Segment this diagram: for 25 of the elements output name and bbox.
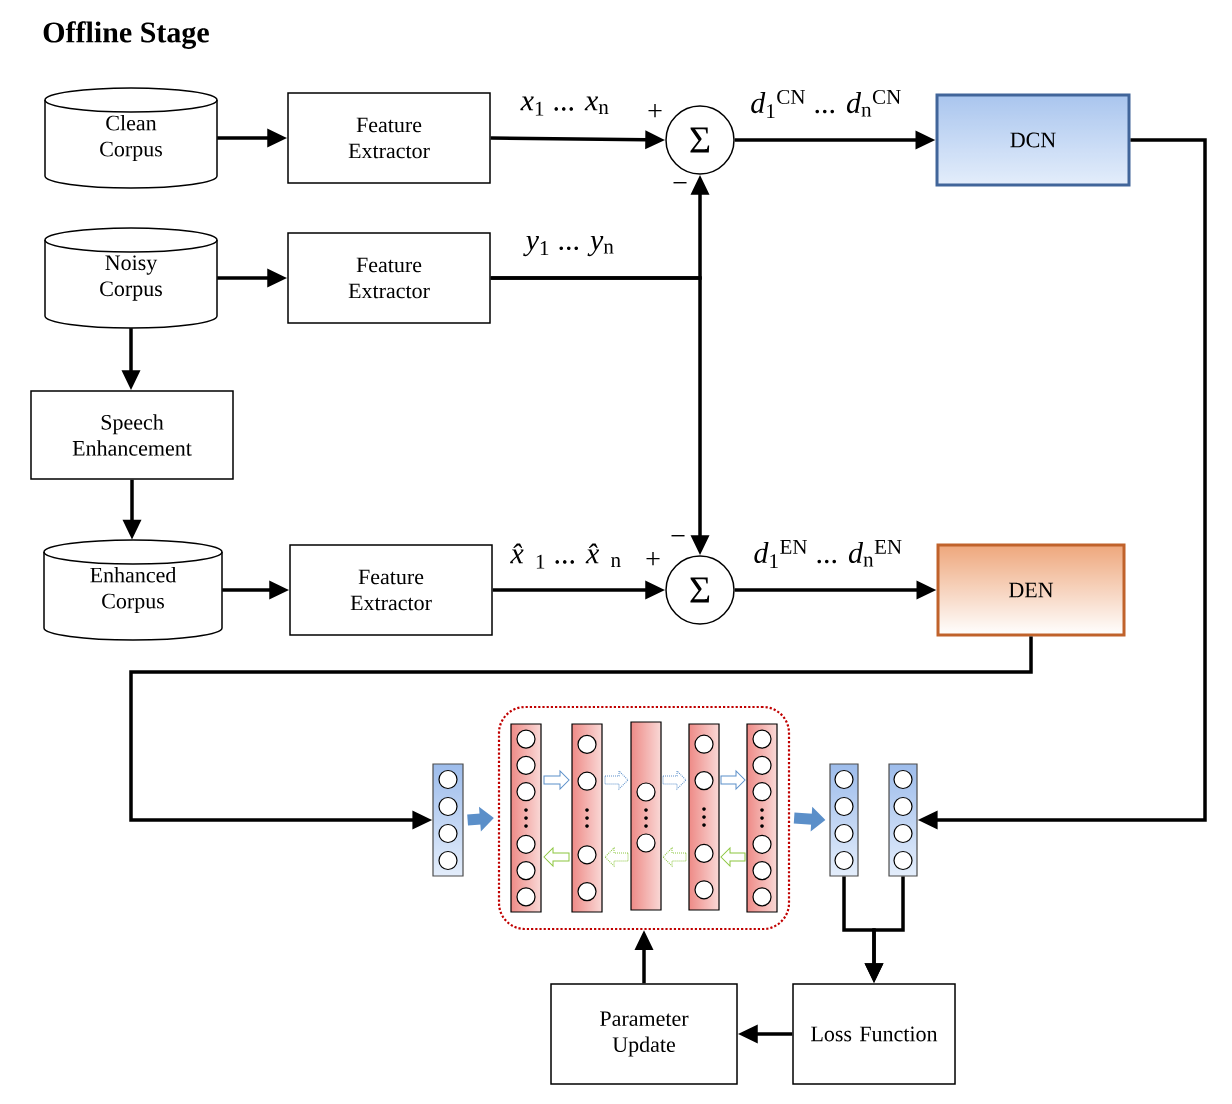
network-group-box (497, 705, 791, 931)
corpus-cylinder: Noisy Corpus (44, 227, 218, 329)
network-box: DEN (936, 543, 1126, 637)
sign-label: − (671, 535, 685, 537)
edge-label: d$_{1}$$^{EN}$ ... d$_{n}$EN (754, 539, 902, 569)
edge-label: d$_{1}$$^{CN}$ ... d$_{n}$CN (751, 89, 901, 119)
edge-label: y$_{1}$ ... y$_{n}$ (523, 235, 614, 257)
process-box: Speech Enhancement (30, 390, 234, 480)
sign-label: + (646, 552, 660, 566)
process-box: Loss Function (792, 983, 956, 1085)
edge-label: x$_{1}$ ... x$_{n}$ (520, 96, 609, 116)
sign-label: + (648, 104, 662, 118)
neuron-column (829, 763, 859, 877)
edge-label: x̂$_{1}$ ... x̂$_{n}$ (510, 543, 621, 569)
title: Offline Stage (43, 21, 209, 49)
sign-label: − (673, 182, 687, 184)
process-box: Feature Extractor (287, 232, 491, 324)
corpus-cylinder: Enhanced Corpus (43, 539, 223, 641)
network-box: DCN (935, 93, 1131, 187)
process-box: Parameter Update (550, 983, 738, 1085)
corpus-cylinder: Clean Corpus (44, 87, 218, 189)
process-box: Feature Extractor (289, 544, 493, 636)
neuron-column (432, 763, 464, 877)
neuron-column (888, 763, 918, 877)
process-box: Feature Extractor (287, 92, 491, 184)
